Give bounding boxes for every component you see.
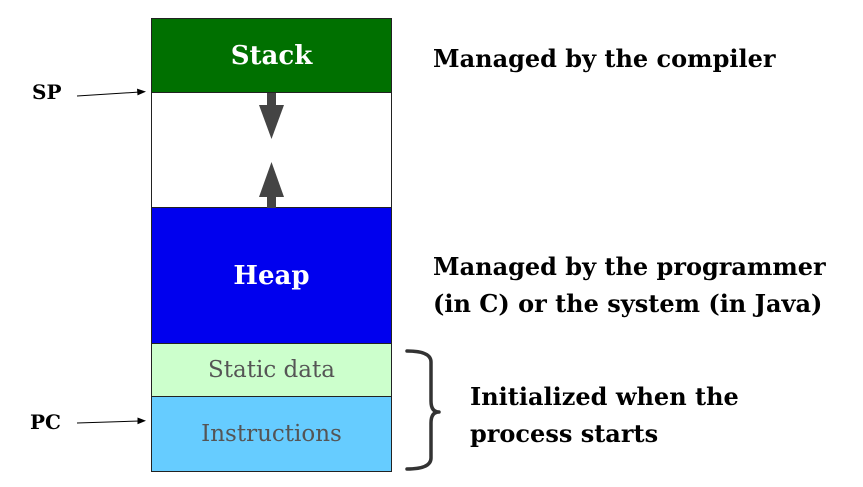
stack-label: Stack bbox=[230, 40, 313, 71]
heap-note-line1: Managed by the programmer bbox=[433, 252, 826, 281]
init-note-line1: Initialized when the bbox=[470, 382, 739, 411]
stack-growth-arrow bbox=[259, 93, 284, 139]
static-data-label: Static data bbox=[208, 357, 335, 383]
heap-growth-arrow bbox=[259, 162, 284, 208]
pc-pointer-arrow bbox=[76, 417, 146, 425]
heap-note: Managed by the programmer (in C) or the … bbox=[433, 248, 826, 322]
sp-pointer-arrow bbox=[76, 88, 146, 97]
pc-label: PC bbox=[30, 410, 61, 434]
stack-segment: Stack bbox=[151, 18, 392, 93]
heap-label: Heap bbox=[233, 260, 310, 291]
heap-segment: Heap bbox=[151, 207, 392, 344]
init-note: Initialized when the process starts bbox=[470, 378, 739, 452]
instructions-segment: Instructions bbox=[151, 396, 392, 472]
instructions-label: Instructions bbox=[201, 421, 342, 447]
stack-note-text: Managed by the compiler bbox=[433, 44, 776, 73]
init-note-line2: process starts bbox=[470, 419, 659, 448]
curly-brace bbox=[405, 349, 441, 471]
stack-note: Managed by the compiler bbox=[433, 40, 776, 77]
heap-note-line2: (in C) or the system (in Java) bbox=[433, 289, 823, 318]
sp-label: SP bbox=[32, 80, 62, 104]
